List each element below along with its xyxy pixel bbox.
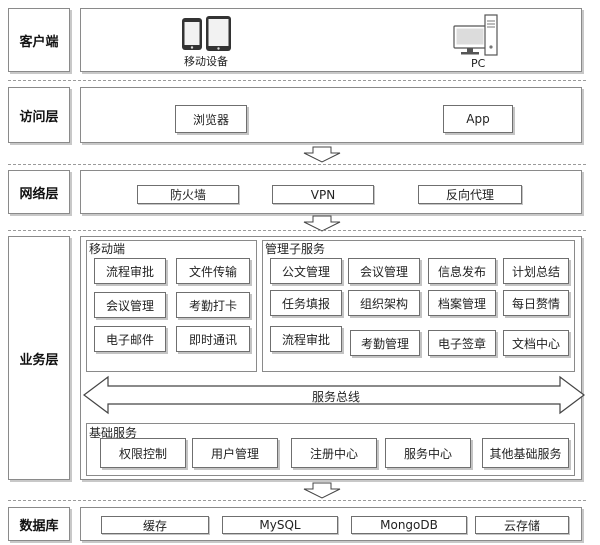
browser-label: 浏览器	[192, 112, 229, 127]
desktop-computer-icon	[453, 14, 498, 56]
layer-label-database-text: 数据库	[19, 518, 59, 534]
management-item-3: 计划总结	[503, 258, 569, 284]
mobile-item-2: 会议管理	[94, 292, 166, 318]
down-arrow-2	[303, 215, 341, 232]
mobile-devices-icon	[182, 16, 231, 51]
layer-label-database: 数据库	[8, 507, 70, 541]
management-item-11: 文档中心	[503, 330, 569, 356]
management-item-0: 公文管理	[270, 258, 342, 284]
db-item-2: MongoDB	[351, 516, 467, 534]
down-arrow-1	[303, 146, 341, 163]
service-bus-arrow	[83, 375, 585, 415]
app-box: App	[443, 105, 513, 133]
management-group-title: 管理子服务	[265, 242, 326, 256]
base-item-1: 用户管理	[192, 438, 278, 468]
management-item-1: 会议管理	[348, 258, 420, 284]
divider-3	[8, 230, 586, 231]
mobile-item-1: 文件传输	[176, 258, 250, 284]
divider-4	[8, 500, 586, 501]
layer-label-access-text: 访问层	[19, 109, 59, 125]
mobile-group-title: 移动端	[89, 242, 126, 256]
layer-label-business-text: 业务层	[19, 352, 59, 368]
base-item-4: 其他基础服务	[482, 438, 569, 468]
browser-box: 浏览器	[175, 105, 247, 133]
management-item-9: 考勤管理	[350, 330, 420, 356]
layer-label-access: 访问层	[8, 87, 70, 143]
mobile-devices-label: 移动设备	[184, 55, 228, 68]
client-layer-body: 移动设备 PC	[80, 8, 582, 72]
layer-label-client: 客户端	[8, 8, 70, 72]
db-item-0: 缓存	[101, 516, 209, 534]
management-item-5: 组织架构	[348, 290, 420, 316]
management-item-6: 档案管理	[428, 290, 496, 316]
mobile-item-3: 考勤打卡	[176, 292, 250, 318]
management-item-8: 流程审批	[270, 326, 342, 352]
app-label: App	[466, 112, 490, 126]
layer-label-network-text: 网络层	[19, 186, 59, 202]
access-layer-body: 浏览器 App	[80, 87, 582, 143]
management-item-7: 每日赘情	[503, 290, 569, 316]
down-arrow-3	[303, 482, 341, 499]
firewall-label: 防火墙	[169, 188, 206, 202]
base-group-title: 基础服务	[89, 426, 138, 440]
mobile-item-0: 流程审批	[94, 258, 166, 284]
mobile-item-5: 即时通讯	[176, 326, 250, 352]
vpn-box: VPN	[272, 185, 374, 204]
firewall-box: 防火墙	[137, 185, 239, 204]
management-item-4: 任务填报	[270, 290, 342, 316]
db-item-1: MySQL	[222, 516, 338, 534]
management-item-2: 信息发布	[428, 258, 496, 284]
layer-label-business: 业务层	[8, 236, 70, 480]
divider-2	[8, 164, 586, 165]
vpn-label: VPN	[310, 187, 336, 202]
base-item-0: 权限控制	[100, 438, 186, 468]
reverse-proxy-box: 反向代理	[418, 185, 522, 204]
base-item-3: 服务中心	[385, 438, 471, 468]
base-item-2: 注册中心	[291, 438, 377, 468]
database-layer-body: 缓存 MySQL MongoDB 云存储	[80, 507, 582, 541]
db-item-3: 云存储	[475, 516, 569, 534]
mobile-item-4: 电子邮件	[94, 326, 166, 352]
service-bus-label: 服务总线	[312, 390, 361, 404]
management-item-10: 电子签章	[428, 330, 496, 356]
layer-label-network: 网络层	[8, 170, 70, 214]
reverse-proxy-label: 反向代理	[445, 188, 494, 202]
network-layer-body: 防火墙 VPN 反向代理	[80, 170, 582, 214]
layer-label-client-text: 客户端	[19, 34, 59, 50]
divider-1	[8, 80, 586, 81]
pc-label: PC	[471, 57, 486, 70]
